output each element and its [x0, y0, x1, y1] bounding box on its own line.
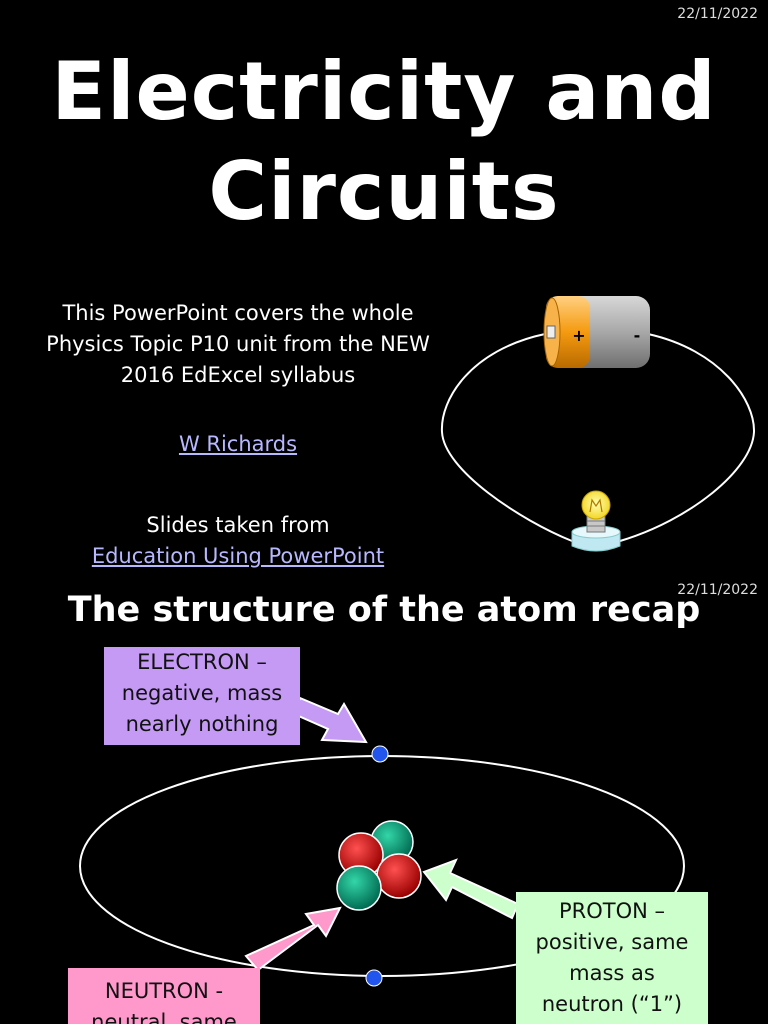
neutron-arrow [244, 906, 342, 972]
proton-label-line: mass as [569, 961, 655, 985]
slide-title: Electricity and Circuits [0, 42, 768, 242]
circuit-diagram: + - [440, 296, 756, 552]
taken-from-text: Slides taken from [146, 513, 330, 537]
battery-icon: + - [543, 296, 650, 368]
electron-label-line: nearly nothing [125, 712, 279, 736]
source-credit: Slides taken from Education Using PowerP… [0, 510, 476, 572]
title-line-1: Electricity and [51, 45, 717, 138]
slide-title: The structure of the atom recap [67, 590, 701, 630]
nucleus [336, 820, 422, 911]
atom-structure-slide: 22/11/2022 The structure of the atom rec… [0, 580, 768, 1024]
proton-arrow [422, 858, 520, 920]
proton-particle [376, 853, 422, 899]
author: W Richards [0, 432, 476, 456]
slide-date: 22/11/2022 [677, 6, 758, 22]
title-slide: 22/11/2022 Electricity and Circuits This… [0, 6, 768, 572]
description-line-3: 2016 EdExcel syllabus [120, 363, 356, 387]
proton-label: PROTON – positive, same mass as neutron … [516, 892, 708, 1024]
electron-label-line: ELECTRON – [137, 650, 267, 674]
electron-particle [365, 969, 383, 987]
title-line-2: Circuits [208, 145, 560, 238]
proton-label-line: neutron (“1”) [541, 992, 683, 1016]
battery-plus-sign: + [572, 326, 585, 345]
description-line-2: Physics Topic P10 unit from the NEW [46, 332, 430, 356]
neutron-label: NEUTRON - neutral, same [68, 968, 260, 1024]
education-link[interactable]: Education Using PowerPoint [91, 544, 385, 568]
neutron-label-line: neutral, same [91, 1010, 237, 1024]
electron-particle [371, 745, 389, 763]
neutron-label-line: NEUTRON - [104, 979, 224, 1003]
author-link[interactable]: W Richards [178, 432, 298, 456]
neutron-particle [336, 865, 382, 911]
proton-label-line: positive, same [535, 930, 689, 954]
description: This PowerPoint covers the whole Physics… [0, 298, 476, 391]
electron-label: ELECTRON – negative, mass nearly nothing [104, 647, 300, 745]
description-line-1: This PowerPoint covers the whole [62, 301, 414, 325]
slide-date: 22/11/2022 [677, 582, 758, 598]
electron-label-line: negative, mass [121, 681, 283, 705]
battery-minus-sign: - [634, 326, 641, 345]
circuit-wire [440, 333, 756, 542]
atom-diagram [79, 696, 685, 987]
light-bulb-icon [571, 490, 621, 552]
proton-label-line: PROTON – [558, 899, 666, 923]
electron-arrow [292, 696, 368, 744]
